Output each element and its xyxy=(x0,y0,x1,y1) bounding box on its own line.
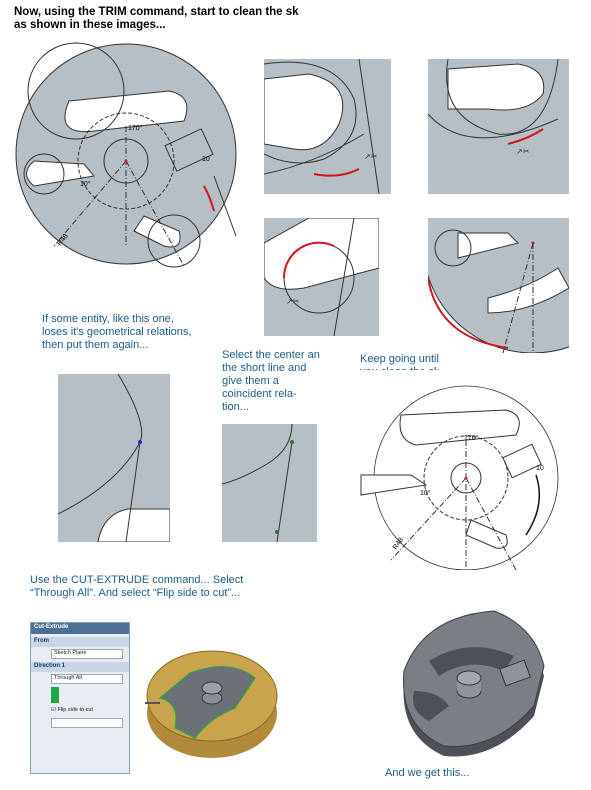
dim-length-label: 10 xyxy=(202,156,210,163)
pm-from-section[interactable]: From xyxy=(31,637,129,647)
dim-length-label-2: 10 xyxy=(536,465,544,472)
pm-draft-field[interactable] xyxy=(51,718,123,728)
pm-flip-checkbox[interactable]: ☑ Flip side to cut xyxy=(51,707,93,713)
note-result: And we get this... xyxy=(385,767,470,779)
relation-detail-1 xyxy=(58,374,170,542)
result-part xyxy=(384,606,554,766)
dim-small-angle-label-2: 10° xyxy=(420,489,431,497)
cut-extrude-property-manager: Cut-Extrude From Sketch Plane Direction … xyxy=(30,622,130,774)
pm-direction-section[interactable]: Direction 1 xyxy=(31,662,129,672)
dim-small-angle-label: 10° xyxy=(80,180,91,188)
page-heading: Now, using the TRIM command, start to cl… xyxy=(14,6,299,31)
sketch-main: 170° 10° 10 R48 xyxy=(14,36,244,268)
trim-step-2: ↗✂ xyxy=(428,59,569,194)
cut-preview xyxy=(140,618,285,773)
dim-angle-label-2: 170° xyxy=(464,434,479,442)
svg-text:↗✂: ↗✂ xyxy=(364,152,378,161)
trim-step-4 xyxy=(428,218,569,353)
note-geometric-relations: If some entity, like this one, loses it'… xyxy=(42,313,192,351)
relation-detail-2 xyxy=(222,424,317,542)
dim-angle-label: 170° xyxy=(128,124,143,132)
pm-flip-label: Flip side to cut xyxy=(57,707,93,713)
svg-text:↗✂: ↗✂ xyxy=(516,147,530,156)
pm-from-select[interactable]: Sketch Plane xyxy=(51,649,123,659)
trim-step-1: ↗✂ xyxy=(264,59,391,194)
note-cut-extrude: Use the CUT-EXTRUDE command... Select “T… xyxy=(30,574,244,599)
sketch-cleaned: 170° 10° 10 R48 xyxy=(356,370,581,570)
pm-sketch-selection[interactable] xyxy=(51,687,59,703)
trim-step-3: ↗✂ xyxy=(264,218,379,336)
svg-text:↗✂: ↗✂ xyxy=(286,297,300,306)
pm-title: Cut-Extrude xyxy=(31,623,129,634)
note-center-coincident: Select the center an the short line and … xyxy=(222,349,320,413)
pm-direction-select[interactable]: Through All xyxy=(51,674,123,684)
